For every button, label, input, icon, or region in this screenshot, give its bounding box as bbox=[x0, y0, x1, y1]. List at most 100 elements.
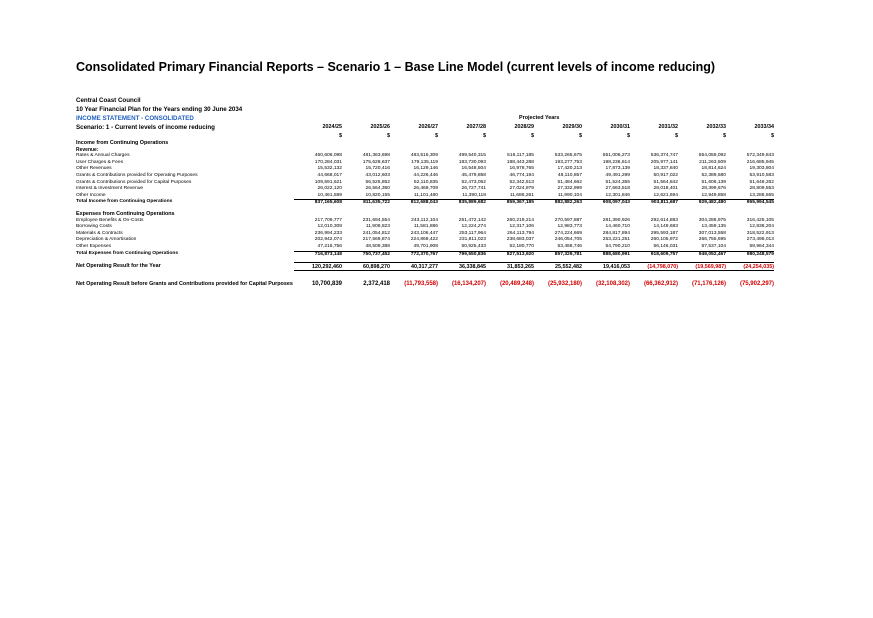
row-value: 12,949,858 bbox=[701, 192, 726, 198]
plan-title: 10 Year Financial Plan for the Years end… bbox=[76, 106, 243, 113]
row-value: 45,479,858 bbox=[461, 172, 486, 178]
row-label: Interest & Investment Revenue bbox=[76, 186, 144, 192]
row-value: 52,389,580 bbox=[701, 172, 726, 178]
row-value: 772,370,767 bbox=[390, 250, 438, 258]
row-value: 49,701,908 bbox=[413, 243, 438, 249]
row-label: Other Income bbox=[76, 192, 106, 198]
row-value: 224,868,422 bbox=[410, 237, 438, 243]
row-value: (32,108,302) bbox=[595, 281, 630, 288]
row-value: 25,552,482 bbox=[534, 262, 582, 272]
row-value: 28,399,676 bbox=[701, 186, 726, 192]
row-value: (16,134,207) bbox=[451, 281, 486, 288]
row-value: 536,374,747 bbox=[650, 153, 678, 159]
row-value: 40,317,277 bbox=[390, 262, 438, 272]
row-value: 216,685,945 bbox=[746, 159, 774, 165]
row-label: Income from Continuing Operations bbox=[76, 140, 169, 146]
row-label: Other Revenues bbox=[76, 166, 112, 172]
row-value: 52,180,770 bbox=[509, 243, 534, 249]
row-value: 11,908,823 bbox=[365, 224, 390, 230]
revenue-subheading: Revenue: bbox=[76, 147, 798, 154]
row-value: 52,473,052 bbox=[461, 179, 486, 185]
currency-header: $ bbox=[483, 133, 486, 139]
row-label: Depreciation & Amortisation bbox=[76, 237, 137, 243]
row-value: 18,814,624 bbox=[701, 166, 726, 172]
row-value: 179,135,119 bbox=[411, 159, 438, 165]
row-value: 11,390,118 bbox=[462, 192, 486, 198]
row-value: 53,910,583 bbox=[749, 172, 774, 178]
income-statement-sheet: Central Coast Council 10 Year Financial … bbox=[76, 96, 798, 288]
projected-years-label: Projected Years bbox=[519, 115, 560, 121]
row-value: 15,532,132 bbox=[317, 166, 342, 172]
row-value: 17,420,213 bbox=[557, 166, 582, 172]
row-value: 281,390,926 bbox=[602, 217, 630, 223]
expense-total-row: Total Expenses from Continuing Operation… bbox=[76, 250, 798, 258]
row-value: 175,628,637 bbox=[362, 159, 390, 165]
row-value: 18,337,840 bbox=[653, 166, 678, 172]
year-header: 2027/28 bbox=[466, 124, 487, 130]
row-value: 60,898,270 bbox=[342, 262, 390, 272]
row-value: 188,443,288 bbox=[506, 159, 534, 165]
row-value: 193,277,753 bbox=[554, 159, 582, 165]
row-label: Total Income from Continuing Operations bbox=[76, 199, 173, 205]
row-value: 13,286,555 bbox=[749, 192, 774, 198]
row-value: 17,873,139 bbox=[605, 166, 630, 172]
row-value: 236,994,233 bbox=[314, 230, 342, 236]
row-label: Rates & Annual Charges bbox=[76, 153, 130, 159]
row-value: 908,097,043 bbox=[582, 199, 630, 206]
row-value: 264,113,794 bbox=[507, 230, 534, 236]
row-value: 270,597,887 bbox=[554, 217, 582, 223]
year-header: 2033/34 bbox=[754, 124, 775, 130]
row-value: 231,811,023 bbox=[459, 237, 486, 243]
row-value: (66,362,912) bbox=[643, 281, 678, 288]
row-value: 260,219,214 bbox=[506, 217, 534, 223]
row-value: 980,248,579 bbox=[726, 250, 774, 258]
row-value: 243,112,104 bbox=[411, 217, 438, 223]
currency-header: $ bbox=[387, 133, 390, 139]
row-value: 295,593,187 bbox=[650, 230, 678, 236]
row-value: 44,668,017 bbox=[317, 172, 342, 178]
row-value: 260,105,972 bbox=[650, 237, 678, 243]
row-value: 56,525,852 bbox=[365, 179, 390, 185]
row-value: 274,224,669 bbox=[554, 230, 582, 236]
year-header: 2028/29 bbox=[514, 124, 535, 130]
row-value: (71,176,126) bbox=[691, 281, 726, 288]
row-label: Net Operating Result before Grants and C… bbox=[76, 281, 293, 288]
row-value: 246,054,705 bbox=[554, 237, 582, 243]
row-value: 211,263,509 bbox=[699, 159, 726, 165]
row-value: 2,372,418 bbox=[363, 281, 390, 288]
row-value: 217,709,777 bbox=[314, 217, 342, 223]
row-value: 241,054,812 bbox=[362, 230, 390, 236]
row-label: Net Operating Result for the Year bbox=[76, 263, 161, 270]
row-value: 554,059,092 bbox=[698, 153, 726, 159]
currency-header: $ bbox=[723, 133, 726, 139]
row-value: 12,317,106 bbox=[509, 224, 534, 230]
row-value: 10,461,589 bbox=[317, 192, 342, 198]
income-row: Grants & Contributions provided for Oper… bbox=[76, 173, 798, 180]
row-value: 31,853,265 bbox=[486, 262, 534, 272]
row-value: 12,301,846 bbox=[605, 192, 630, 198]
row-value: 51,524,355 bbox=[605, 179, 630, 185]
row-value: 827,513,920 bbox=[486, 250, 534, 258]
row-value: 16,548,504 bbox=[461, 166, 486, 172]
row-label: Revenue: bbox=[76, 146, 99, 153]
row-value: 316,425,105 bbox=[746, 217, 774, 223]
row-value: 292,614,883 bbox=[650, 217, 678, 223]
row-value: 10,700,839 bbox=[311, 281, 342, 288]
scenario-label: Scenario: 1 - Current levels of income r… bbox=[76, 124, 215, 131]
currency-header: $ bbox=[771, 133, 774, 139]
row-value: 16,129,146 bbox=[413, 166, 438, 172]
row-value: 12,010,308 bbox=[317, 224, 342, 230]
row-value: 27,332,999 bbox=[557, 186, 582, 192]
row-value: 307,013,558 bbox=[698, 230, 726, 236]
year-header: 2029/30 bbox=[562, 124, 583, 130]
row-value: 57,537,104 bbox=[701, 243, 726, 249]
row-value: 243,106,447 bbox=[410, 230, 438, 236]
row-value: 217,569,874 bbox=[362, 237, 390, 243]
year-header: 2032/33 bbox=[706, 124, 727, 130]
